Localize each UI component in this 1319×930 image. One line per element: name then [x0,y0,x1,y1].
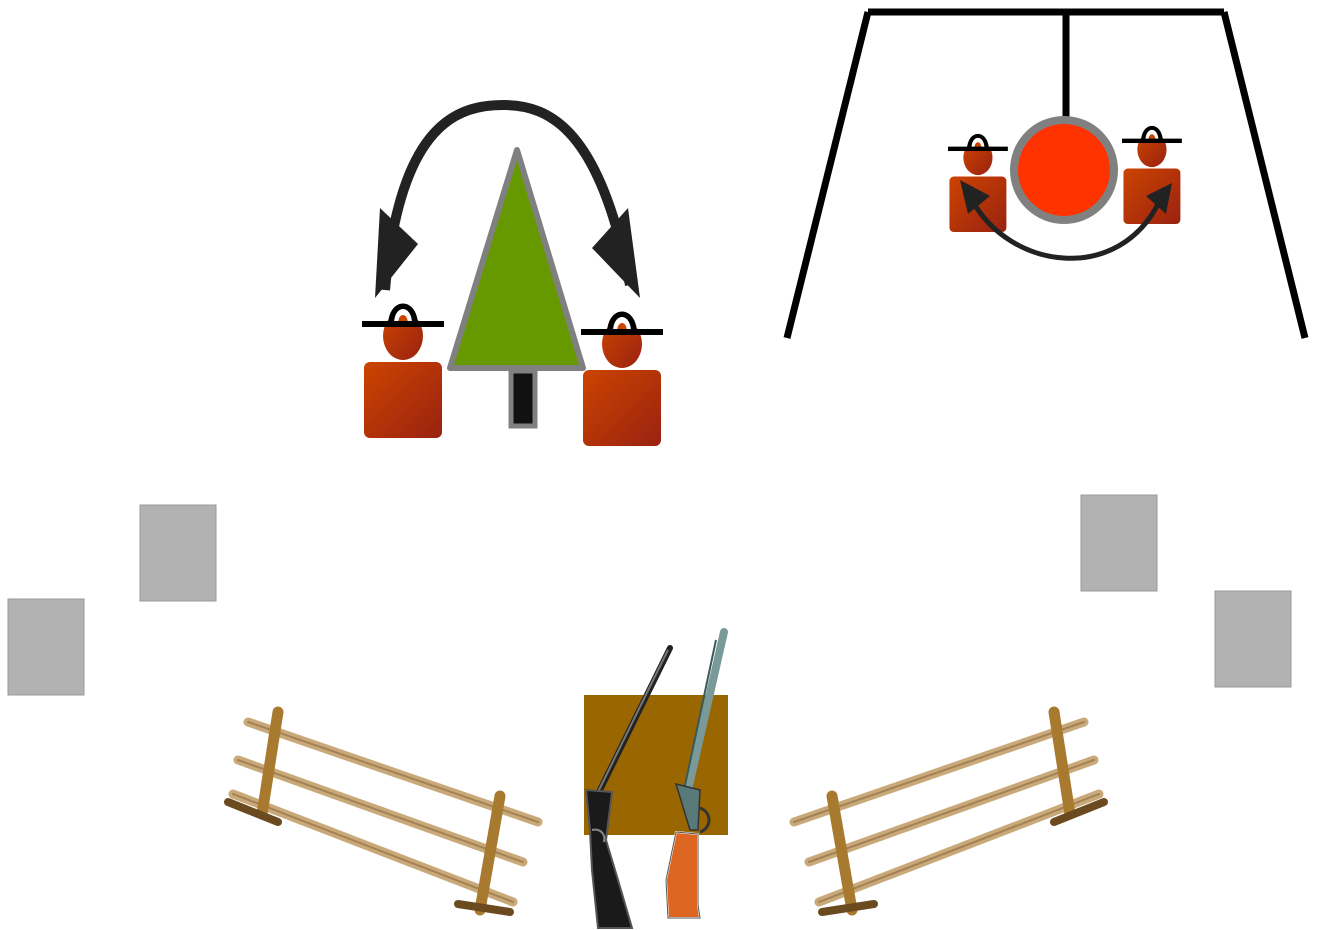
shooter-left-icon [362,303,444,442]
arrowhead-left-icon [375,208,418,298]
rifle-icon [664,628,728,919]
barrel-right-lower [1214,590,1292,688]
barrel-left-lower [7,598,85,696]
shooter-small-left-icon [948,133,1008,235]
fence-left-icon [228,712,538,912]
gong-target-icon [1010,116,1118,224]
swap-arrow-icon [960,180,1172,261]
barrel-right-upper [1080,494,1158,592]
gong-frame [783,8,1309,339]
sweep-arrow-icon [380,99,635,291]
shooter-right-icon [581,311,663,450]
barrel-left-upper [139,504,217,602]
fence-right-icon [794,712,1104,912]
tree-icon [447,147,586,429]
shotgun-icon [584,645,673,929]
arrowhead-right-icon [592,208,640,298]
